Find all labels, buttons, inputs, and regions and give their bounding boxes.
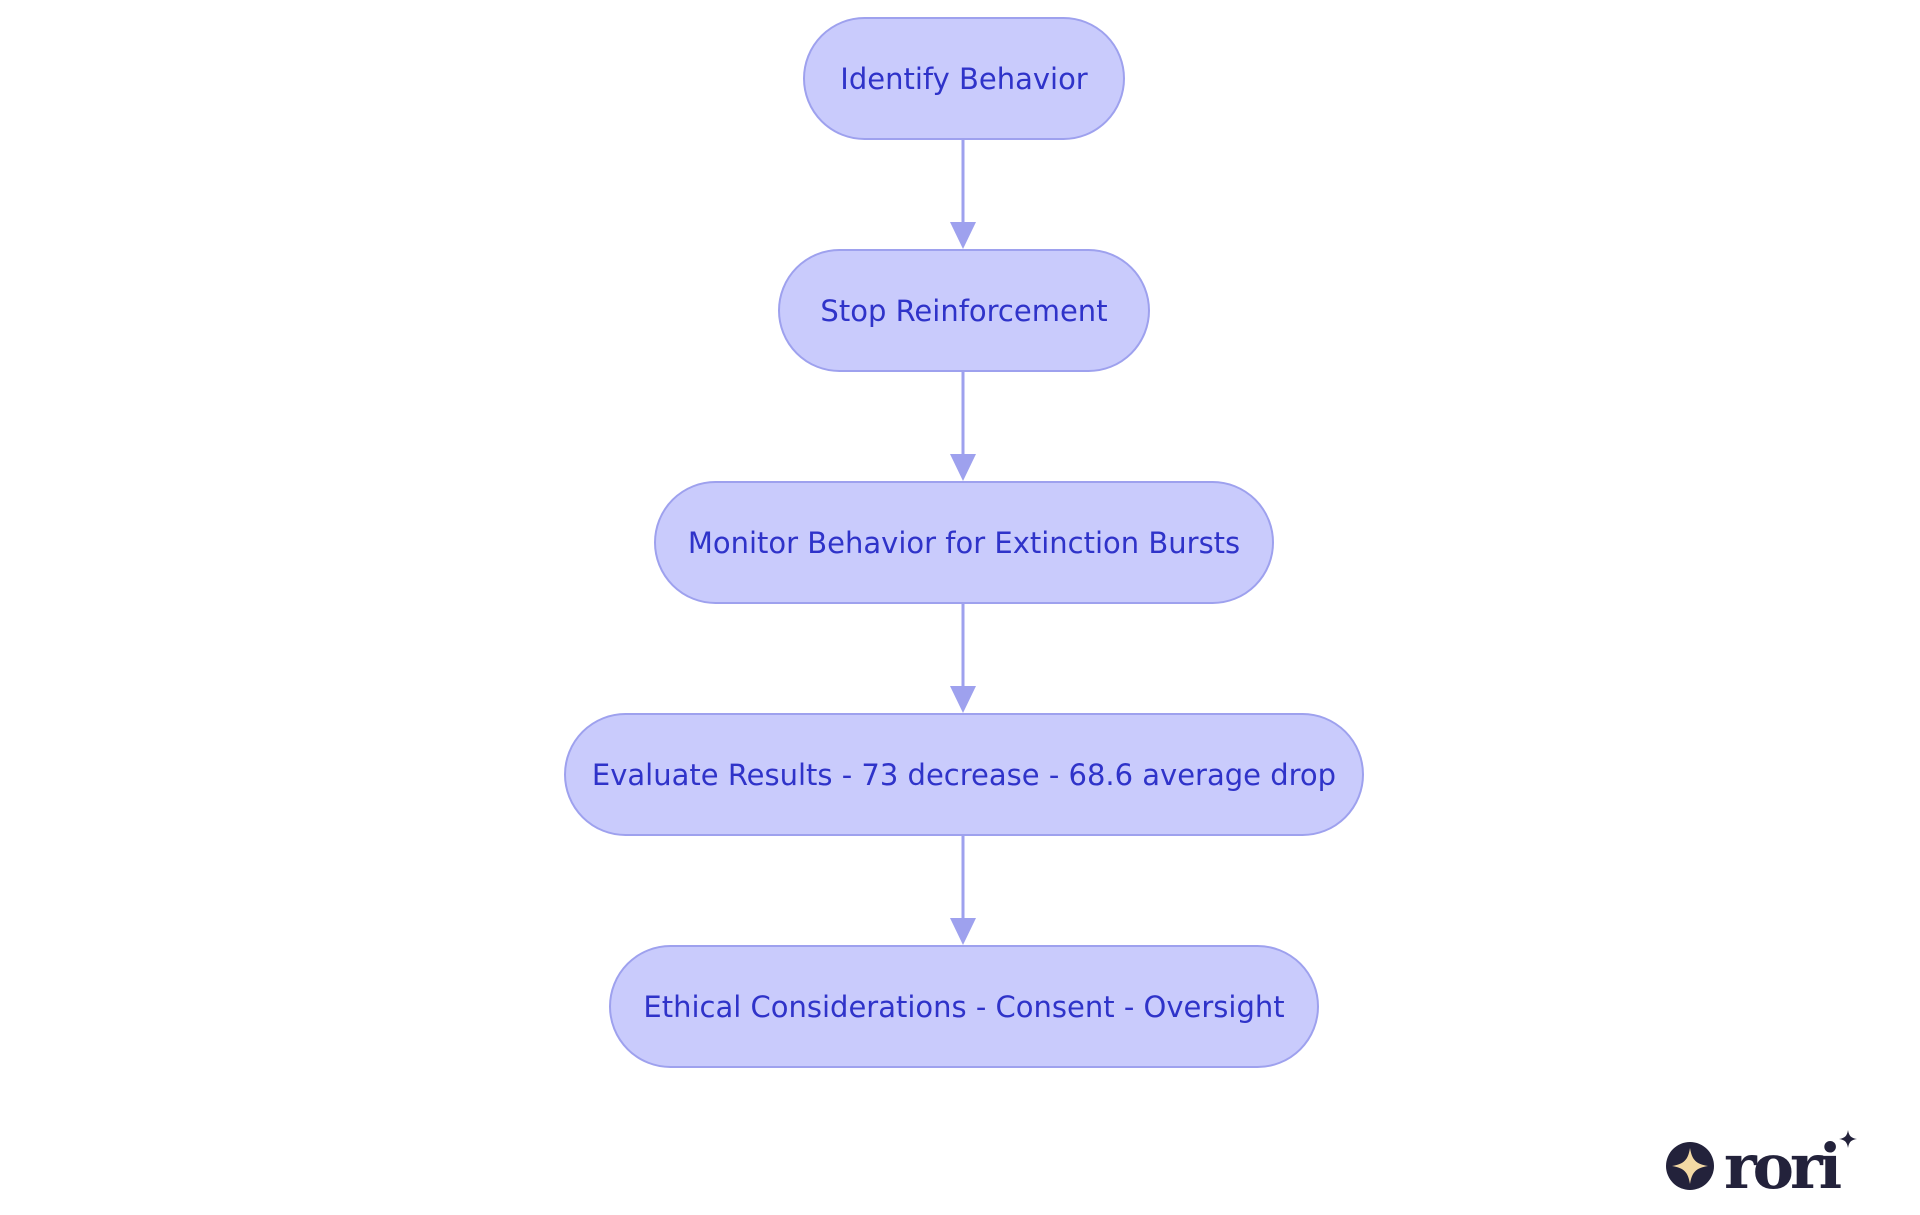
rori-logo: rori: [1666, 1130, 1857, 1192]
node-label: Monitor Behavior for Extinction Bursts: [687, 525, 1241, 560]
edge-arrowhead: [950, 454, 976, 481]
node-label: Identify Behavior: [840, 61, 1088, 96]
node-label: Ethical Considerations - Consent - Overs…: [643, 989, 1285, 1024]
edge-arrowhead: [950, 686, 976, 713]
svg-text:rori: rori: [1724, 1130, 1842, 1192]
node-monitor-behavior: Monitor Behavior for Extinction Bursts: [654, 481, 1274, 604]
node-identify-behavior: Identify Behavior: [803, 17, 1125, 140]
node-ethical-considerations: Ethical Considerations - Consent - Overs…: [609, 945, 1319, 1068]
node-evaluate-results: Evaluate Results - 73 decrease - 68.6 av…: [564, 713, 1364, 836]
node-label: Evaluate Results - 73 decrease - 68.6 av…: [591, 757, 1337, 792]
edge-arrowhead: [950, 918, 976, 945]
node-stop-reinforcement: Stop Reinforcement: [778, 249, 1150, 372]
node-label: Stop Reinforcement: [820, 293, 1108, 328]
rori-wordmark: rori: [1724, 1130, 1857, 1192]
wordmark-sparkle-icon: [1839, 1130, 1857, 1148]
sparkle-badge-icon: [1666, 1142, 1714, 1190]
edge-arrowhead: [950, 222, 976, 249]
